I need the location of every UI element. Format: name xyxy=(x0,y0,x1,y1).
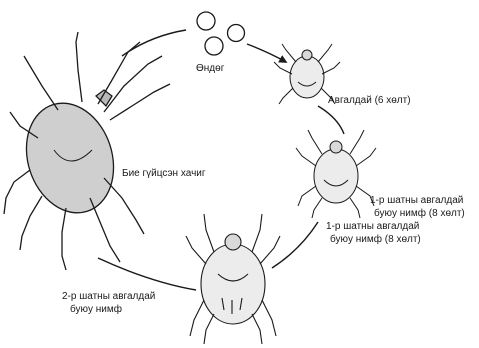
arrow-nymph1-to-nymph2 xyxy=(272,222,318,268)
label-nymph1: 1-р шатны авгалдай буюу нимф (8 хөлт) xyxy=(370,194,465,220)
arrow-adult-to-eggs xyxy=(122,30,186,56)
arrow-eggs-to-larva xyxy=(247,44,286,62)
label-nymph1-line1: 1-р шатны авгалдай xyxy=(370,194,465,207)
label-eggs: Өндөг xyxy=(196,62,224,75)
label-larva: Авгалдай (6 хөлт) xyxy=(328,94,411,107)
label-nymph2-line2: буюу нимф xyxy=(70,303,155,316)
label-nymph1-repeat-line2: буюу нимф (8 хөлт) xyxy=(330,233,421,246)
label-nymph2-line1: 2-р шатны авгалдай xyxy=(62,290,155,303)
arrow-larva-to-nymph1 xyxy=(318,106,344,134)
nymph2-illustration xyxy=(186,214,280,344)
label-adult: Бие гүйцсэн хачиг xyxy=(122,167,206,180)
label-nymph1-repeat-line1: 1-р шатны авгалдай xyxy=(326,220,421,233)
label-nymph1-repeat: 1-р шатны авгалдай буюу нимф (8 хөлт) xyxy=(326,220,421,246)
label-nymph2: 2-р шатны авгалдай буюу нимф xyxy=(62,290,155,316)
eggs-illustration xyxy=(197,12,245,55)
label-nymph1-line2: буюу нимф (8 хөлт) xyxy=(374,207,465,220)
nymph1-illustration xyxy=(296,130,376,218)
arrow-nymph2-to-adult xyxy=(98,258,196,290)
adult-illustration xyxy=(4,32,170,270)
